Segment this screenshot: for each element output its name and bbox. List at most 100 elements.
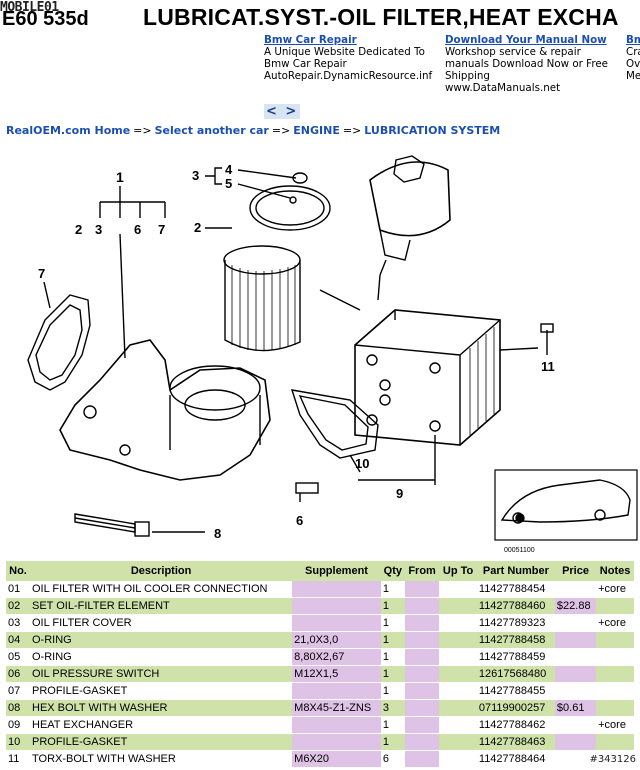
ad-banner: Bmw Car Repair A Unique Website Dedicate…	[264, 34, 640, 94]
cell-qty: 1	[380, 597, 405, 615]
cell-notes: +core	[596, 614, 634, 632]
cell-part[interactable]: 11427788462	[476, 716, 555, 734]
cell-sup	[292, 716, 381, 734]
cell-from	[404, 699, 440, 717]
cell-notes	[596, 682, 634, 700]
cell-notes	[596, 750, 634, 768]
cell-up	[439, 597, 477, 615]
cell-desc: PROFILE-GASKET	[30, 733, 293, 751]
cell-from	[404, 631, 440, 649]
cell-sup	[292, 581, 381, 598]
cell-from	[404, 733, 440, 751]
cell-price	[554, 648, 597, 666]
ad-2-line-4: www.DataManuals.net	[445, 82, 561, 94]
cell-part[interactable]: 07119900257	[476, 699, 555, 717]
cell-from	[404, 581, 440, 598]
col-qty: Qty	[380, 561, 405, 581]
breadcrumb-select-car[interactable]: Select another car	[154, 124, 269, 137]
cell-from	[404, 597, 440, 615]
ad-1-line-1: A Unique Website Dedicated To	[264, 46, 425, 58]
cell-desc: O-RING	[30, 631, 293, 649]
breadcrumb: RealOEM.com Home=>Select another car=>EN…	[6, 124, 500, 137]
breadcrumb-separator: =>	[133, 124, 152, 137]
cell-from	[404, 614, 440, 632]
cell-part[interactable]: 12617568480	[476, 665, 555, 683]
ad-pager-arrows[interactable]: < >	[264, 104, 301, 119]
cell-part[interactable]: 11427788458	[476, 631, 555, 649]
cell-no: 01	[6, 581, 30, 598]
cell-notes: +core	[596, 581, 634, 598]
cell-from	[404, 648, 440, 666]
breadcrumb-lubrication[interactable]: LUBRICATION SYSTEM	[364, 124, 501, 137]
cell-sup	[292, 614, 381, 632]
cell-qty: 1	[380, 648, 405, 666]
cell-desc: HEX BOLT WITH WASHER	[30, 699, 293, 717]
cell-up	[439, 699, 477, 717]
callout-3: 3	[192, 168, 199, 183]
breadcrumb-engine[interactable]: ENGINE	[293, 124, 340, 137]
inset-code: 00051100	[504, 547, 535, 554]
ad-1: Bmw Car Repair A Unique Website Dedicate…	[264, 34, 432, 82]
cell-part[interactable]: 11427788455	[476, 682, 555, 700]
site-logo: MOBILE01	[0, 0, 59, 15]
cell-part[interactable]: 11427788459	[476, 648, 555, 666]
cell-price	[554, 682, 597, 700]
cell-no: 04	[6, 631, 30, 649]
cell-no: 03	[6, 614, 30, 632]
callout-11: 11	[541, 359, 555, 374]
cell-qty: 1	[380, 581, 405, 598]
cell-part[interactable]: 11427789323	[476, 614, 555, 632]
parts-table: No. Description Supplement Qty From Up T…	[6, 561, 634, 768]
cell-no: 02	[6, 597, 30, 615]
cell-desc: PROFILE-GASKET	[30, 682, 293, 700]
cell-up	[439, 733, 477, 751]
cell-qty: 1	[380, 682, 405, 700]
cell-up	[439, 750, 477, 768]
cell-desc: HEAT EXCHANGER	[30, 716, 293, 734]
cell-from	[404, 716, 440, 734]
cell-desc: SET OIL-FILTER ELEMENT	[30, 597, 293, 615]
cell-up	[439, 682, 477, 700]
cell-qty: 1	[380, 631, 405, 649]
cell-price	[554, 581, 597, 598]
cell-notes	[596, 648, 634, 666]
cell-up	[439, 648, 477, 666]
cell-desc: TORX-BOLT WITH WASHER	[30, 750, 293, 768]
cell-notes	[596, 699, 634, 717]
breadcrumb-separator: =>	[271, 124, 291, 137]
breadcrumb-home[interactable]: RealOEM.com Home	[6, 124, 131, 137]
breadcrumb-separator: =>	[342, 124, 362, 137]
ad-1-link[interactable]: Bmw Car Repair	[264, 34, 357, 46]
cell-from	[404, 682, 440, 700]
cell-part[interactable]: 11427788464	[476, 750, 555, 768]
cell-part[interactable]: 11427788454	[476, 581, 555, 598]
ad-2-link[interactable]: Download Your Manual Now	[445, 34, 607, 46]
cell-price	[554, 614, 597, 632]
model-code: E60 535d	[2, 8, 89, 30]
ad-3-link[interactable]: Bmw	[626, 34, 640, 46]
callout-2-sub: 2	[75, 222, 82, 237]
cell-sup: 21,0X3,0	[292, 631, 381, 649]
ad-3-line-1: Cra	[626, 46, 640, 58]
cell-up	[439, 581, 477, 598]
cell-part[interactable]: 11427788463	[476, 733, 555, 751]
callout-7: 7	[38, 266, 45, 281]
cell-up	[439, 665, 477, 683]
cell-qty: 6	[380, 750, 405, 768]
cell-part[interactable]: 11427788460	[476, 597, 555, 615]
callout-7-sub: 7	[158, 222, 165, 237]
page-title: LUBRICAT.SYST.-OIL FILTER,HEAT EXCHA	[143, 4, 619, 30]
cell-sup: M8X45-Z1-ZNS	[292, 699, 381, 717]
cell-desc: OIL FILTER COVER	[30, 614, 293, 632]
